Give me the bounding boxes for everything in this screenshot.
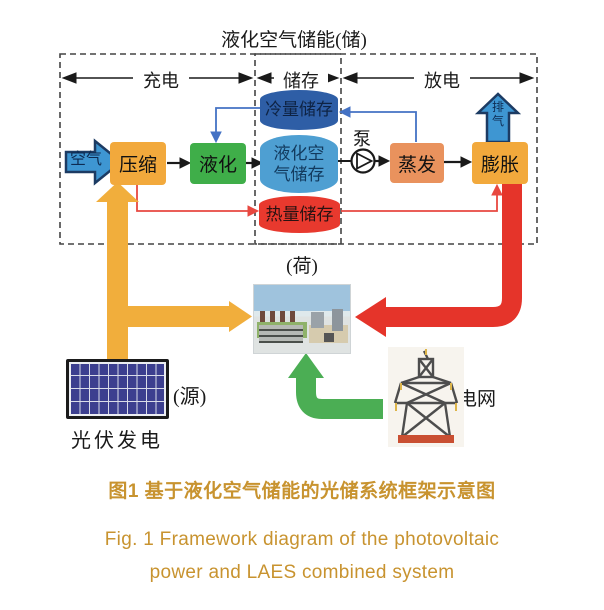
evaporate-box: 蒸发	[390, 143, 444, 183]
exhaust-arrow-label: 排气	[491, 100, 504, 128]
exhaust-arrow	[474, 92, 522, 144]
caption-zh: 图1 基于液化空气储能的光储系统框架示意图	[108, 481, 496, 502]
pump-to-evaporate-arrow	[375, 155, 391, 167]
source-label: (源)	[173, 386, 207, 408]
liquid-air-storage-drum: 液化空 气储存	[260, 135, 338, 193]
cold-storage-drum: 冷量储存	[260, 90, 338, 130]
pv-power-flow-arrow	[96, 182, 252, 362]
pump-icon	[350, 148, 376, 174]
section-label-store: 储存	[274, 67, 328, 93]
air-inlet-arrow	[64, 138, 123, 186]
grid-tower-image	[388, 347, 464, 447]
heat-to-expand-line	[341, 183, 503, 212]
liquefy-to-tank-arrow	[246, 157, 264, 169]
load-label: (荷)	[286, 256, 318, 277]
compress-to-heat-line	[136, 184, 260, 217]
grid-power-flow-arrow	[288, 353, 383, 419]
plant-tower-1	[311, 312, 324, 328]
plant-building-left	[259, 325, 303, 343]
discharge-power-flow-arrow	[355, 184, 522, 337]
laes-dashed-frame	[59, 53, 538, 245]
compress-to-liquefy-arrow	[167, 157, 192, 169]
grid-label: 电网	[458, 389, 497, 410]
pv-panel-image	[66, 359, 169, 419]
liquid-air-storage-line2: 气储存	[273, 165, 325, 184]
air-arrow-label: 空气	[69, 151, 102, 168]
storage-dashed-column	[254, 53, 342, 245]
heat-storage-drum: 热量储存	[259, 196, 340, 233]
evaporate-to-cold-line	[338, 106, 417, 142]
power-plant-image	[253, 284, 351, 354]
liquefy-box: 液化	[190, 143, 246, 184]
pump-label: 泵	[353, 129, 371, 149]
liquid-air-storage-line1: 液化空	[273, 143, 325, 163]
caption-en-line1: Fig. 1 Framework diagram of the photovol…	[104, 529, 500, 550]
caption-en-line2: power and LAES combined system	[149, 562, 455, 583]
compress-box: 压缩	[110, 142, 166, 185]
diagram-title: 液化空气储能(储)	[221, 30, 367, 51]
pv-panel-cells	[71, 364, 164, 414]
evaporate-to-expand-arrow	[444, 156, 473, 168]
pv-label: 光伏发电	[71, 430, 163, 452]
section-label-charge: 充电	[133, 67, 189, 93]
section-label-discharge: 放电	[414, 67, 470, 93]
cold-to-liquefy-line	[210, 107, 260, 144]
plant-tower-2	[332, 309, 343, 331]
plant-chimneys	[260, 311, 300, 323]
expand-box: 膨胀	[472, 142, 528, 184]
tower-drawing	[393, 349, 459, 443]
plant-unit	[324, 333, 334, 342]
